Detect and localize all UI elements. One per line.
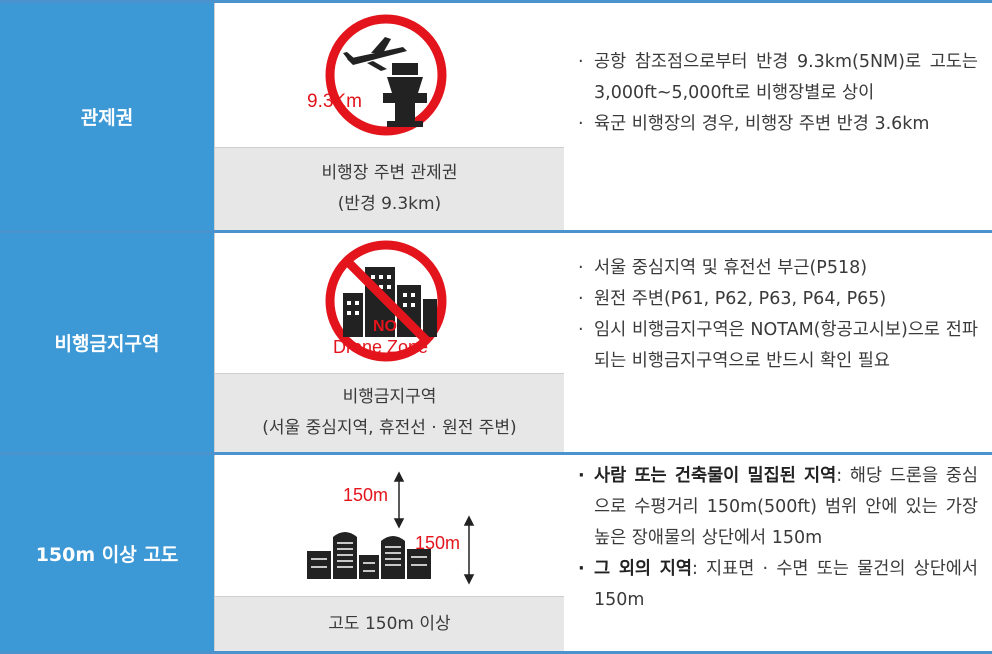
bullet-item: ·그 외의 지역: 지표면 · 수면 또는 물건의 상단에서 150m: [578, 559, 979, 610]
bullet-item: ·임시 비행금지구역은 NOTAM(항공고시보)으로 전파되는 비행금지구역으로…: [578, 320, 978, 371]
icon-drone-zone-label: Drone Zone: [333, 337, 428, 357]
row-divider: [0, 452, 992, 455]
illustration-caption: 비행장 주변 관제권 (반경 9.3km): [215, 147, 564, 230]
bullet-item: ·원전 주변(P61, P62, P63, P64, P65): [578, 289, 887, 309]
table-row: 150m 이상 고도: [0, 455, 992, 651]
table-top-border: [0, 0, 992, 3]
row-header-label: 비행금지구역: [54, 333, 160, 355]
icon-radius-label: 9.3Km: [307, 91, 362, 112]
row-header-label: 150m 이상 고도: [35, 543, 179, 566]
bullet-item: ·서울 중심지역 및 휴전선 부근(P518): [578, 258, 868, 278]
table-row: 관제권: [0, 3, 992, 230]
caption-line: 고도 150m 이상: [328, 613, 451, 634]
description-cell: ·사람 또는 건축물이 밀집된 지역: 해당 드론을 중심으로 수평거리 150…: [564, 455, 992, 651]
altitude-label-lower: 150m: [415, 533, 460, 553]
description-cell: ·공항 참조점으로부터 반경 9.3km(5NM)로 고도는 3,000ft~5…: [564, 3, 992, 230]
caption-line: (서울 중심지역, 휴전선 · 원전 주변): [262, 418, 517, 438]
table-row: 비행금지구역: [0, 233, 992, 452]
row-header: 관제권: [0, 3, 214, 230]
row-divider: [0, 230, 992, 233]
icon-area: 150m 150m: [215, 455, 564, 596]
illustration-cell: 150m 150m 고도 150m 이상: [214, 455, 565, 651]
bullet-item: ·공항 참조점으로부터 반경 9.3km(5NM)로 고도는 3,000ft~5…: [578, 52, 978, 103]
icon-no-label: NO: [373, 318, 397, 335]
icon-area: NO Drone Zone: [215, 233, 564, 373]
illustration-cell: NO Drone Zone 비행금지구역 (서울 중심지역, 휴전선 · 원전 …: [214, 233, 565, 452]
illustration-cell: 9.3Km 비행장 주변 관제권 (반경 9.3km): [214, 3, 565, 230]
bullet-list: ·사람 또는 건축물이 밀집된 지역: 해당 드론을 중심으로 수평거리 150…: [578, 461, 978, 616]
caption-line: 비행금지구역: [342, 387, 437, 407]
caption-line: (반경 9.3km): [337, 194, 442, 214]
row-header: 비행금지구역: [0, 233, 214, 452]
control-tower-no-fly-icon: 9.3Km: [307, 14, 447, 136]
illustration-caption: 고도 150m 이상: [215, 596, 564, 651]
caption-line: 비행장 주변 관제권: [321, 163, 458, 183]
row-header: 150m 이상 고도: [0, 455, 214, 651]
bullet-list: ·서울 중심지역 및 휴전선 부근(P518) ·원전 주변(P61, P62,…: [578, 253, 978, 377]
icon-area: 9.3Km: [215, 3, 564, 147]
bullet-item: ·사람 또는 건축물이 밀집된 지역: 해당 드론을 중심으로 수평거리 150…: [578, 466, 978, 548]
bullet-item: ·육군 비행장의 경우, 비행장 주변 반경 3.6km: [578, 114, 930, 134]
illustration-caption: 비행금지구역 (서울 중심지역, 휴전선 · 원전 주변): [215, 373, 564, 452]
altitude-label-upper: 150m: [343, 485, 388, 505]
altitude-buildings-icon: 150m 150m: [307, 471, 475, 585]
table-bottom-border: [0, 651, 992, 654]
description-cell: ·서울 중심지역 및 휴전선 부근(P518) ·원전 주변(P61, P62,…: [564, 233, 992, 452]
no-drone-zone-icon: NO Drone Zone: [325, 240, 447, 362]
row-header-label: 관제권: [80, 107, 134, 129]
bullet-list: ·공항 참조점으로부터 반경 9.3km(5NM)로 고도는 3,000ft~5…: [578, 47, 978, 140]
